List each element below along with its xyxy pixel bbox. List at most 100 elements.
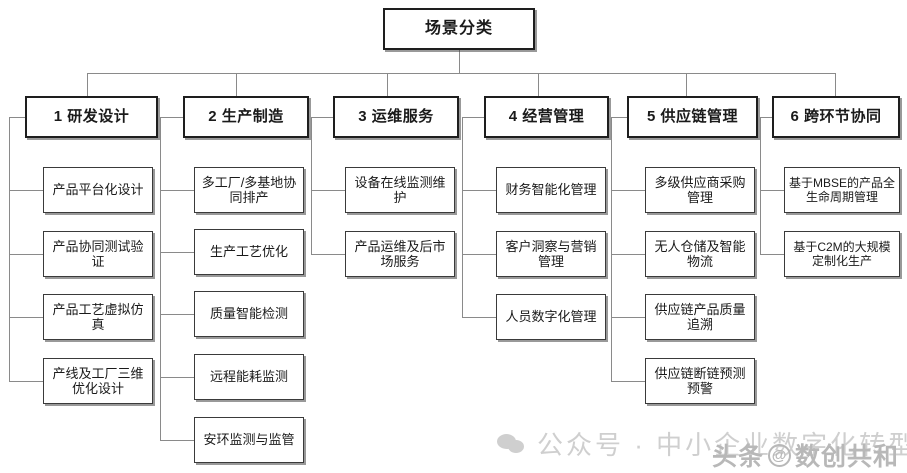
leaf-node[interactable]: 产品平台化设计 [43, 167, 153, 213]
connector-cat4-branch-1 [462, 190, 497, 191]
category-header-3-label: 3 运维服务 [358, 108, 434, 126]
connector-cat1-stub [9, 117, 34, 118]
toutiao-watermark-prefix: 头条 [712, 443, 765, 471]
root-node-label: 场景分类 [424, 19, 493, 37]
category-header-2-label: 2 生产制造 [208, 108, 284, 126]
leaf-node[interactable]: 产线及工厂三维优化设计 [43, 358, 153, 404]
connector-cat3-branch-2 [311, 254, 346, 255]
leaf-node[interactable]: 产品协同测试验证 [43, 231, 153, 277]
connector-cat2-trunk [160, 117, 161, 440]
leaf-node[interactable]: 无人仓储及智能物流 [645, 231, 755, 277]
leaf-node-label: 生产工艺优化 [209, 244, 288, 260]
connector-cat1-branch-4 [9, 381, 44, 382]
category-header-6-label: 6 跨环节协同 [790, 108, 882, 126]
wechat-watermark-label: 公众号 · 中小企业数字化转型 [537, 430, 907, 460]
connector-cat2-branch-3 [160, 314, 195, 315]
leaf-node[interactable]: 供应链断链预测预警 [645, 358, 755, 404]
connector-cat5-branch-4 [611, 381, 646, 382]
leaf-node-label: 基于C2M的大规模定制化生产 [793, 239, 891, 268]
connector-bus-to-cat-2 [236, 73, 237, 96]
leaf-node-label: 多级供应商采购管理 [654, 174, 746, 205]
leaf-node[interactable]: 质量智能检测 [194, 291, 304, 337]
at-sign-icon: @ [768, 443, 792, 467]
leaf-node-label: 多工厂/多基地协同排产 [201, 174, 297, 205]
wechat-watermark: 公众号 · 中小企业数字化转型 [497, 425, 907, 462]
category-header-2[interactable]: 2 生产制造 [183, 96, 309, 138]
connector-bus-to-cat-4 [538, 73, 539, 96]
connector-cat4-stub [462, 117, 487, 118]
category-header-5-label: 5 供应链管理 [646, 108, 738, 126]
leaf-node-label: 产品运维及后市场服务 [354, 238, 446, 269]
leaf-node[interactable]: 基于C2M的大规模定制化生产 [784, 231, 900, 277]
connector-cat5-branch-3 [611, 317, 646, 318]
leaf-node-label: 基于MBSE的产品全生命周期管理 [788, 175, 895, 204]
leaf-node-label: 产线及工厂三维优化设计 [52, 365, 144, 396]
leaf-node[interactable]: 产品运维及后市场服务 [345, 231, 455, 277]
leaf-node-label: 产品平台化设计 [52, 182, 144, 198]
leaf-node-label: 无人仓储及智能物流 [654, 238, 746, 269]
leaf-node-label: 设备在线监测维护 [354, 174, 446, 205]
leaf-node[interactable]: 产品工艺虚拟仿真 [43, 294, 153, 340]
connector-cat1-branch-3 [9, 317, 44, 318]
leaf-node-label: 人员数字化管理 [505, 309, 597, 325]
wechat-icon [497, 432, 527, 456]
connector-cat2-stub [160, 117, 185, 118]
connector-cat2-branch-4 [160, 377, 195, 378]
connector-cat5-branch-1 [611, 190, 646, 191]
toutiao-watermark-name: 数创共和 [795, 443, 900, 471]
connector-root-down [459, 49, 460, 74]
leaf-node-label: 远程能耗监测 [209, 369, 288, 385]
connector-cat2-branch-5 [160, 440, 195, 441]
leaf-node-label: 供应链断链预测预警 [654, 365, 746, 396]
leaf-node[interactable]: 远程能耗监测 [194, 354, 304, 400]
connector-cat1-trunk [9, 117, 10, 381]
leaf-node[interactable]: 人员数字化管理 [496, 294, 606, 340]
connector-cat5-branch-2 [611, 254, 646, 255]
leaf-node[interactable]: 安环监测与监管 [194, 417, 304, 463]
leaf-node-label: 产品工艺虚拟仿真 [52, 301, 144, 332]
connector-cat2-branch-2 [160, 252, 195, 253]
category-header-4[interactable]: 4 经营管理 [484, 96, 609, 138]
connector-cat4-branch-3 [462, 317, 497, 318]
category-header-1[interactable]: 1 研发设计 [25, 96, 158, 138]
leaf-node[interactable]: 生产工艺优化 [194, 229, 304, 275]
connector-cat6-branch-2 [760, 254, 795, 255]
leaf-node-label: 客户洞察与营销管理 [505, 238, 597, 269]
connector-cat5-trunk [611, 117, 612, 381]
leaf-node[interactable]: 财务智能化管理 [496, 167, 606, 213]
connector-cat6-trunk [760, 117, 761, 254]
connector-cat3-stub [311, 117, 336, 118]
connector-cat3-branch-1 [311, 190, 346, 191]
leaf-node[interactable]: 多级供应商采购管理 [645, 167, 755, 213]
connector-horizontal-bus [87, 73, 835, 74]
category-header-6[interactable]: 6 跨环节协同 [772, 96, 900, 138]
toutiao-watermark: 头条 @ 数创共和 [712, 437, 899, 473]
category-header-5[interactable]: 5 供应链管理 [627, 96, 758, 138]
leaf-node-label: 产品协同测试验证 [52, 238, 144, 269]
connector-cat1-branch-1 [9, 190, 44, 191]
leaf-node-label: 质量智能检测 [209, 306, 288, 322]
leaf-node-label: 安环监测与监管 [203, 432, 295, 448]
connector-cat3-trunk [311, 117, 312, 254]
connector-cat2-branch-1 [160, 190, 195, 191]
leaf-node[interactable]: 客户洞察与营销管理 [496, 231, 606, 277]
connector-cat6-branch-1 [760, 190, 795, 191]
connector-bus-to-cat-3 [387, 73, 388, 96]
connector-bus-to-cat-1 [87, 73, 88, 96]
category-header-4-label: 4 经营管理 [508, 108, 585, 126]
connector-cat4-trunk [462, 117, 463, 317]
leaf-node[interactable]: 基于MBSE的产品全生命周期管理 [784, 167, 900, 213]
connector-cat5-stub [611, 117, 636, 118]
leaf-node-label: 供应链产品质量追溯 [654, 301, 746, 332]
leaf-node-label: 财务智能化管理 [505, 182, 597, 198]
connector-cat1-branch-2 [9, 254, 44, 255]
root-node[interactable]: 场景分类 [383, 8, 535, 50]
leaf-node[interactable]: 供应链产品质量追溯 [645, 294, 755, 340]
category-header-3[interactable]: 3 运维服务 [333, 96, 459, 138]
connector-bus-to-cat-6 [835, 73, 836, 96]
leaf-node[interactable]: 多工厂/多基地协同排产 [194, 167, 304, 213]
connector-cat4-branch-2 [462, 254, 497, 255]
category-header-1-label: 1 研发设计 [53, 108, 130, 126]
leaf-node[interactable]: 设备在线监测维护 [345, 167, 455, 213]
